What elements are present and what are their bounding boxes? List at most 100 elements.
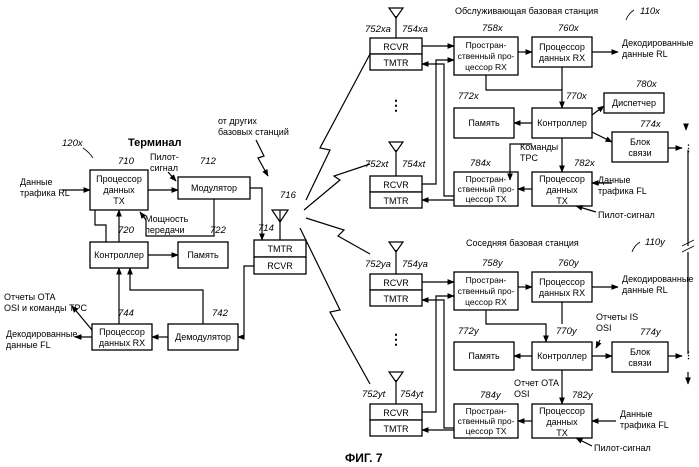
serving-ant-a-ref: 752xa — [365, 24, 391, 35]
serving-rx-spatial-line1: Простран- — [466, 40, 507, 50]
neighbor-memory-ref: 772y — [458, 326, 480, 337]
terminal-modulator-ref: 712 — [200, 156, 217, 167]
neighbor-tx-data-line3: TX — [556, 428, 568, 438]
terminal-rcvr-label: RCVR — [267, 261, 293, 271]
neighbor-comm-line2: связи — [628, 358, 651, 368]
serving-tx-spatial-line2: ственный про- — [458, 184, 515, 194]
serving-ellipsis-units: ⋮ — [389, 97, 403, 113]
serving-memory-ref: 772x — [458, 91, 480, 102]
serving-scheduler-label: Диспетчер — [612, 98, 656, 108]
backhaul-link: ⋮ ⋮ — [682, 126, 694, 384]
serving-pilot: Пилот-сигнал — [598, 210, 655, 220]
neighbor-title: Соседняя базовая станция — [466, 238, 579, 248]
serving-decoded-line2: данные RL — [622, 49, 668, 59]
neighbor-rx-data-line2: данных RX — [539, 288, 585, 298]
serving-ant-t-ref: 752xt — [365, 159, 389, 170]
neighbor-antenna-a-icon — [389, 242, 403, 274]
other-bs-line2: базовых станций — [218, 127, 289, 137]
neighbor-comm-line1: Блок — [630, 347, 650, 357]
figure-caption: ФИГ. 7 — [345, 451, 383, 465]
terminal-in-traffic-line1: Данные — [20, 177, 53, 187]
serving-decoded-line1: Декодированные — [622, 38, 693, 48]
serving-unit-a-ref: 754xa — [402, 24, 428, 35]
terminal-reports-line2: OSI и команды TPC — [4, 303, 87, 313]
terminal-antenna-icon — [272, 210, 288, 240]
terminal-pilot-line2: сигнал — [150, 163, 178, 173]
neighbor-rx-spatial-line1: Простран- — [466, 275, 507, 285]
serving-tx-data-line3: TX — [556, 196, 568, 206]
serving-memory-label: Память — [468, 118, 500, 128]
neighbor-tx-spatial-line1: Простран- — [466, 406, 507, 416]
serving-rx-data-line2: данных RX — [539, 53, 585, 63]
neighbor-tx-spatial-ref: 784y — [480, 390, 502, 401]
lightning-link-serving-bottom-icon — [304, 164, 370, 210]
neighbor-unit-a-ref: 754ya — [402, 259, 428, 270]
serving-rx-spatial-line3: цессор RX — [465, 62, 507, 72]
neighbor-ant-a-ref: 752ya — [365, 259, 391, 270]
terminal-antenna-ref: 714 — [258, 223, 274, 234]
neighbor-ant-t-ref: 752yt — [362, 389, 386, 400]
terminal-tx-proc-ref: 710 — [118, 156, 135, 167]
neighbor-rx-data-ref: 760y — [558, 258, 580, 269]
serving-comm-ref: 774x — [640, 119, 662, 130]
serving-tx-data-ref: 782x — [574, 158, 596, 169]
serving-unit-t-ref: 754xt — [402, 159, 426, 170]
link-ref: 716 — [280, 190, 297, 201]
serving-tx-data-line1: Процессор — [539, 174, 585, 184]
serving-tmtr-t-label: TMTR — [384, 196, 409, 206]
lightning-link-neighbor-top-icon — [306, 218, 370, 254]
serving-comm-line2: связи — [628, 148, 651, 158]
serving-rx-data-ref: 760x — [558, 23, 580, 34]
terminal-modulator-label: Модулятор — [191, 183, 237, 193]
serving-rx-data-line1: Процессор — [539, 42, 585, 52]
neighbor-controller-label: Контроллер — [537, 351, 587, 361]
terminal-decoded-line1: Декодированные — [6, 329, 77, 339]
terminal-controller-label: Контроллер — [94, 250, 144, 260]
neighbor-controller-ref: 770y — [556, 326, 578, 337]
terminal-ref: 120x — [62, 138, 84, 149]
neighbor-rcvr-a-label: RCVR — [383, 278, 409, 288]
serving-tpc-line2: TPC — [520, 153, 539, 163]
svg-text:⋮: ⋮ — [684, 350, 693, 360]
serving-ref: 110x — [640, 6, 661, 17]
terminal-section: Терминал 120x Процессор данных TX 710 Мо… — [4, 116, 306, 350]
neighbor-tx-data-line1: Процессор — [539, 406, 585, 416]
terminal-tx-proc-line1: Процессор — [96, 174, 142, 184]
terminal-rx-proc-line1: Процессор — [99, 327, 145, 337]
neighbor-decoded-line1: Декодированные — [622, 274, 693, 284]
terminal-rx-proc-ref: 744 — [118, 308, 134, 319]
serving-controller-ref: 770x — [566, 91, 588, 102]
serving-rcvr-t-label: RCVR — [383, 180, 409, 190]
terminal-tx-proc-line2: данных — [103, 185, 135, 195]
neighbor-unit-t-ref: 754yt — [400, 389, 424, 400]
terminal-tx-proc-line3: TX — [113, 196, 125, 206]
terminal-tmtr-label: TMTR — [268, 244, 293, 254]
neighbor-tmtr-a-label: TMTR — [384, 294, 409, 304]
serving-title: Обслуживающая базовая станция — [455, 6, 598, 16]
lightning-link-neighbor-bottom-icon — [300, 228, 370, 384]
terminal-controller-ref: 720 — [118, 225, 135, 236]
terminal-decoded-line2: данные FL — [6, 340, 51, 350]
serving-controller-label: Контроллер — [537, 118, 587, 128]
neighbor-rx-spatial-ref: 758y — [482, 258, 504, 269]
neighbor-ref: 110y — [645, 237, 666, 248]
terminal-demodulator-ref: 742 — [212, 308, 229, 319]
serving-rx-spatial-line2: ственный про- — [458, 51, 515, 61]
svg-text:⋮: ⋮ — [684, 143, 693, 153]
neighbor-tx-spatial-line3: цессор TX — [466, 426, 507, 436]
radio-links — [300, 54, 370, 384]
serving-tx-spatial-line3: цессор TX — [466, 194, 507, 204]
terminal-pilot-line1: Пилот- — [150, 152, 179, 162]
terminal-memory-ref: 722 — [210, 225, 227, 236]
serving-tx-spatial-ref: 784x — [470, 158, 492, 169]
serving-tmtr-a-label: TMTR — [384, 58, 409, 68]
serving-tx-data-line2: данных — [546, 185, 578, 195]
neighbor-comm-ref: 774y — [640, 327, 662, 338]
neighbor-tx-data-ref: 782y — [572, 390, 594, 401]
serving-antenna-t-icon — [389, 142, 403, 176]
neighbor-traffic-line2: трафика FL — [620, 420, 669, 430]
terminal-demodulator-label: Демодулятор — [175, 332, 231, 342]
neighbor-rx-spatial-line3: цессор RX — [465, 297, 507, 307]
neighbor-tmtr-t-label: TMTR — [384, 424, 409, 434]
neighbor-traffic-line1: Данные — [620, 409, 653, 419]
